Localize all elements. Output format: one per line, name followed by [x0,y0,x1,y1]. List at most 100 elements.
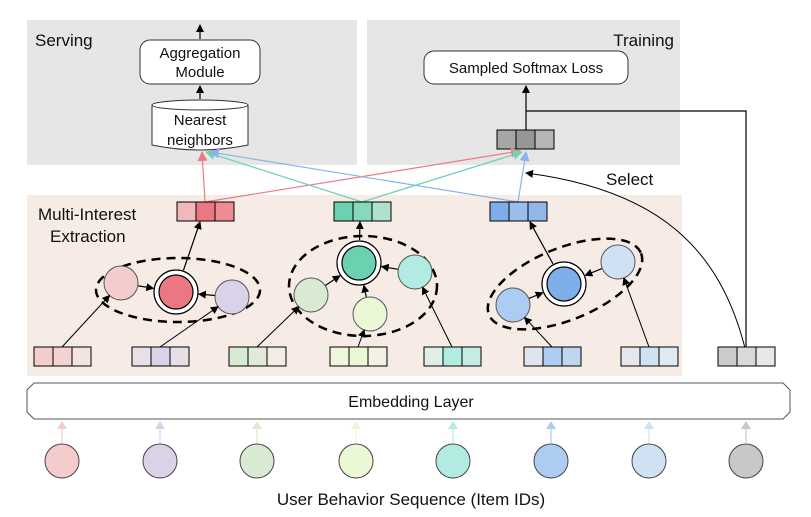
item-5-embedding [423,346,482,367]
item-3-embedding-cell [228,346,249,367]
embedding-to-capsule-arrow [622,277,650,348]
capsule-boundary [486,237,644,331]
routing-arrow [324,275,341,287]
interest-blue-vector [489,201,548,222]
item-7-embedding-cell [620,346,641,367]
item-1-embedding-cell [33,346,54,367]
interest-green-vector-cell [352,201,373,222]
item-1-embedding-cell [52,346,73,367]
behavior-capsule-node [214,279,250,315]
item-6-node[interactable] [533,443,569,479]
embedding-to-capsule-arrow [422,286,453,348]
item-5-embedding-cell [442,346,463,367]
interest-red-to-serving-arrow [197,151,208,203]
interest-blue-to-serving-arrow [209,148,519,203]
behavior-capsule-node [352,296,388,332]
item-4-embedding-cell [367,346,388,367]
sequence-label: User Behavior Sequence (Item IDs) [277,490,545,509]
embedding-to-capsule-arrow [61,294,111,348]
capsule-1 [94,221,262,324]
behavior-capsule-node [495,287,531,323]
interest-green-vector-cell [333,201,354,222]
embedding-to-capsule-arrow [357,329,366,348]
item-3-embedding-cell [247,346,268,367]
routing-arrow [137,283,155,292]
interest-red-vector [176,201,235,222]
item-5-node[interactable] [435,443,471,479]
capsule-2 [287,221,439,338]
capsule-3 [486,221,644,331]
interest-red-vector-cell [195,201,216,222]
aggregation-module-box[interactable] [139,39,261,85]
sampled-softmax-loss-label: Sampled Softmax Loss [449,60,603,77]
interest-arrows [197,147,530,203]
item-8-embedding-cell [736,346,757,367]
item-2-embedding-cell [150,346,171,367]
item-8-embedding-cell [755,346,776,367]
nearest-neighbors-line2: neighbors [167,132,233,149]
embedding-to-capsule-arrow [256,306,300,348]
capsule-output-arrow [182,221,202,271]
interest-blue-to-training-arrow [517,151,530,203]
item-3-embedding-cell [266,346,287,367]
behavior-capsule-node [600,244,636,280]
embedding-to-capsule-arrow [159,306,219,348]
interest-capsule-node [546,266,582,302]
item-embedding-vectors [33,277,776,367]
interest-capsule-node [158,274,194,310]
item-7-node[interactable] [631,443,667,479]
item-4-embedding-cell [329,346,350,367]
target-vector-cell [534,129,555,150]
item-6-embedding-cell [561,346,582,367]
embedding-layer-box[interactable] [26,382,791,420]
item-4-embedding-cell [348,346,369,367]
training-label: Training [613,31,674,50]
behavior-sequence-items [44,421,764,479]
capsule-clusters [94,221,644,338]
item-1-node[interactable] [44,443,80,479]
item-8-embedding [717,346,776,367]
item-1-embedding-cell [71,346,92,367]
select-label: Select [606,170,654,189]
item-5-embedding-cell [461,346,482,367]
aggregation-module-line2: Module [175,64,224,81]
embedding-layer-label: Embedding Layer [348,394,474,411]
behavior-capsule-node [293,277,329,313]
target-vector [496,129,555,150]
routing-arrow [584,267,603,277]
interest-green-to-serving-arrow [205,149,363,203]
extraction-label-line1: Multi-Interest [38,205,137,224]
interest-vectors [176,201,548,222]
target-interest-vector [496,129,555,150]
item-5-embedding-cell [423,346,444,367]
serving-label: Serving [35,31,93,50]
interest-capsule-node [341,245,377,281]
target-vector-cell [515,129,536,150]
interest-green-vector-cell [371,201,392,222]
item-1-embedding [33,346,92,367]
item-3-node[interactable] [239,443,275,479]
extraction-label-line2: Extraction [50,227,126,246]
embedding-to-capsule-arrow [523,316,553,348]
nearest-neighbors-db[interactable] [151,99,249,151]
item-2-node[interactable] [142,443,178,479]
nearest-neighbors-line1: Nearest [174,112,227,129]
item-4-embedding [329,346,388,367]
item-4-node[interactable] [338,443,374,479]
item-6-embedding-cell [542,346,563,367]
sampled-softmax-loss-box[interactable] [423,50,629,85]
capsule-output-arrow [529,221,554,265]
target-item-route-line [526,110,747,350]
item-2-embedding-cell [131,346,152,367]
routing-arrow [361,284,370,298]
interest-blue-vector-cell [508,201,529,222]
item-7-embedding [620,346,679,367]
routing-arrow [528,291,544,300]
item-6-embedding [523,346,582,367]
item-3-embedding [228,346,287,367]
item-8-node[interactable] [728,443,764,479]
aggregation-module-line1: Aggregation [160,45,241,62]
item-7-embedding-cell [658,346,679,367]
routing-arrow [380,263,399,272]
